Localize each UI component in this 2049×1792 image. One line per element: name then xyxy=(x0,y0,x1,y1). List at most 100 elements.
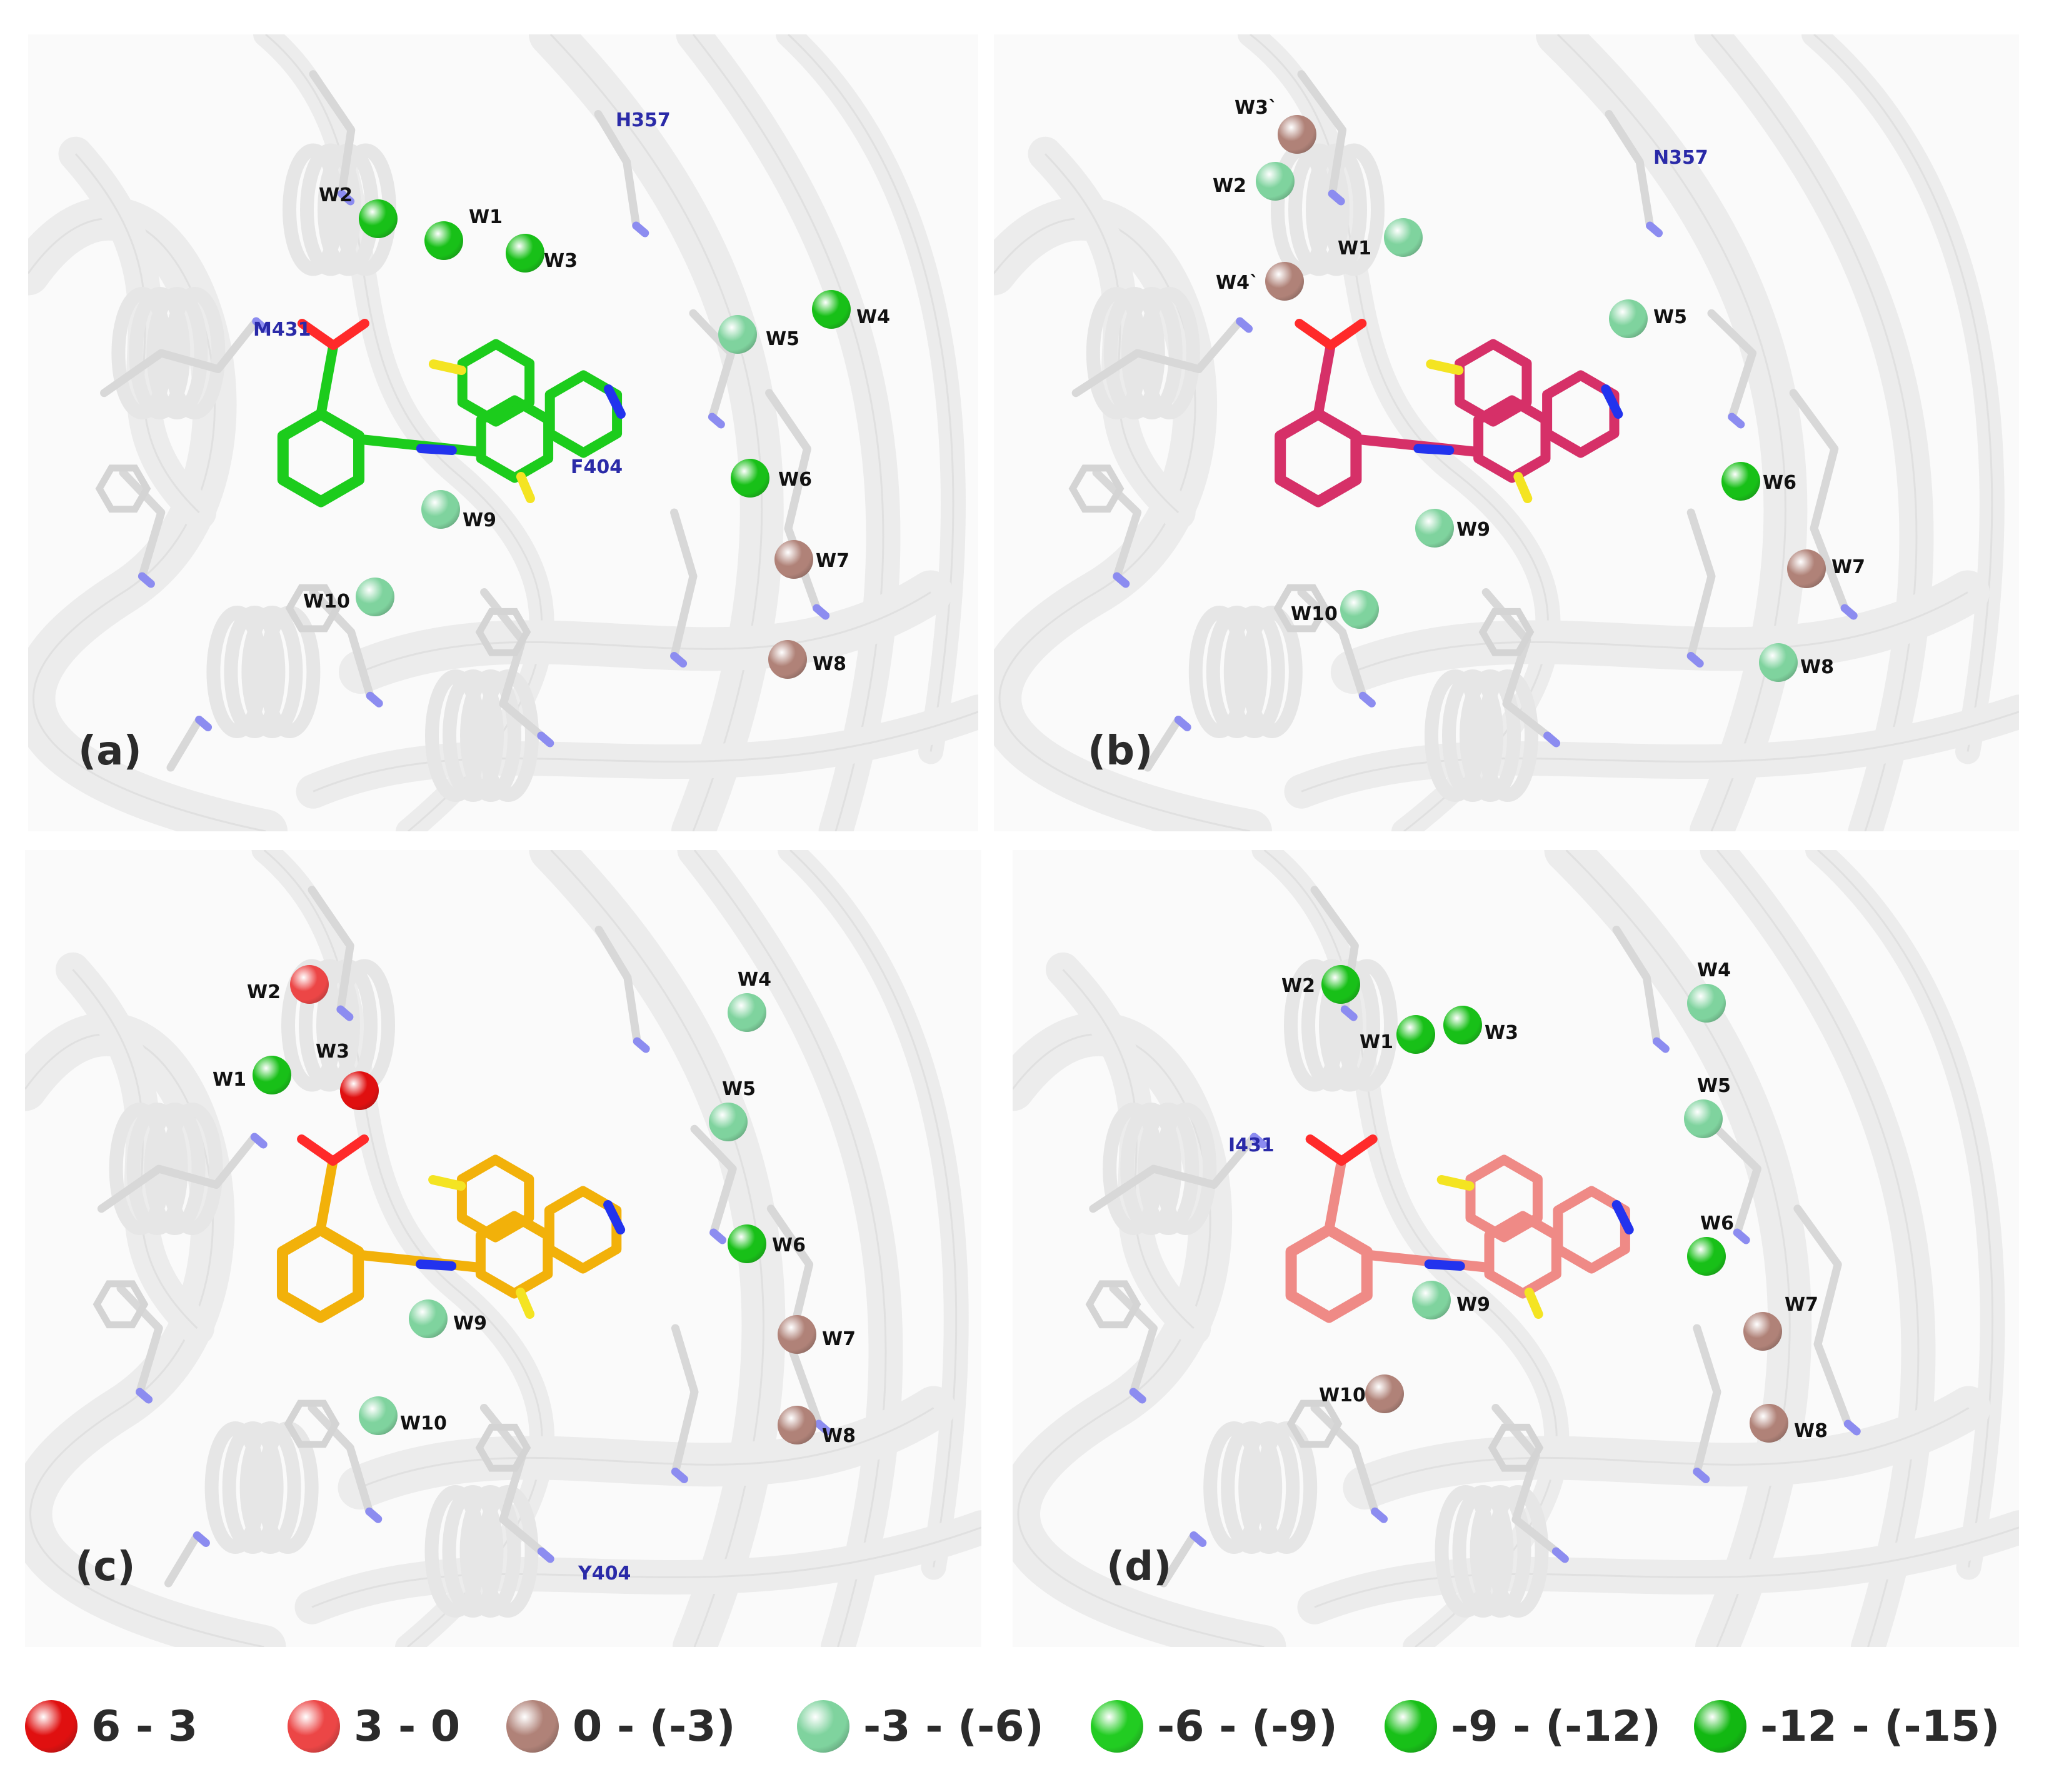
protein-ribbon-edge xyxy=(787,34,954,752)
protein-ribbon-edge xyxy=(360,591,931,673)
water-label: W1 xyxy=(1338,238,1371,259)
water-label: W6 xyxy=(1763,472,1796,494)
protein-helix xyxy=(460,669,521,802)
water-w3 xyxy=(506,234,544,273)
water-w3 xyxy=(1443,1006,1482,1044)
protein-ribbon-edge xyxy=(1013,1033,1265,1647)
water-w6 xyxy=(1687,1237,1726,1276)
ligand-bond xyxy=(1313,340,1336,419)
residue-nitrogen xyxy=(633,1037,650,1053)
residue-ring xyxy=(284,1399,340,1448)
protein-ribbon xyxy=(1297,1510,2019,1624)
protein-helix xyxy=(1241,606,1303,738)
ligand-bond xyxy=(1465,1154,1543,1243)
ligand-bond xyxy=(544,370,623,458)
protein-helix xyxy=(239,1421,301,1554)
residue-nitrogen xyxy=(193,1531,210,1547)
water-w10 xyxy=(356,578,394,616)
water-label: W8 xyxy=(813,653,846,675)
protein-ribbon-edge xyxy=(1301,711,2019,793)
protein-helix xyxy=(1288,143,1350,276)
protein-scene xyxy=(994,34,2019,831)
protein-helix xyxy=(1460,669,1521,802)
residue-nitrogen xyxy=(632,221,649,238)
legend-label: 0 - (-3) xyxy=(573,1701,736,1751)
residue-label: H357 xyxy=(616,109,671,131)
residue-nitrogen xyxy=(1652,1037,1670,1053)
water-w10 xyxy=(1340,590,1379,629)
water-w7 xyxy=(1743,1312,1782,1351)
residue-stick xyxy=(1071,317,1245,398)
legend-swatch xyxy=(288,1700,340,1753)
water-label: W8 xyxy=(822,1425,856,1447)
protein-helix xyxy=(144,1103,206,1235)
panel-label: (d) xyxy=(1106,1544,1172,1590)
protein-helix xyxy=(443,669,504,802)
ligand-bond xyxy=(544,1186,622,1274)
ligand-halogen xyxy=(516,1288,535,1319)
legend-swatch xyxy=(797,1700,849,1753)
protein-helix xyxy=(1256,1421,1318,1554)
water-label: W7 xyxy=(816,550,849,572)
protein-ribbon-edge xyxy=(72,969,198,1329)
protein-helix xyxy=(1121,287,1183,419)
water-label: W3 xyxy=(316,1041,349,1063)
residue-stick xyxy=(594,110,641,230)
residue-nitrogen xyxy=(1328,189,1345,206)
water-w2 xyxy=(359,199,398,238)
residue-label: M431 xyxy=(253,319,311,341)
protein-helix xyxy=(146,287,208,419)
legend-item: -6 - (-9) xyxy=(1091,1700,1338,1753)
water-label: W4 xyxy=(738,969,771,991)
protein-helix xyxy=(1221,1421,1283,1554)
residue-nitrogen xyxy=(671,1468,688,1483)
protein-ribbon xyxy=(1544,850,1812,1647)
ligand-bond xyxy=(1324,1156,1347,1235)
residue-stick xyxy=(116,1284,163,1396)
ligand-nitrogen xyxy=(416,444,457,455)
residue-nitrogen xyxy=(708,413,725,429)
residue-stick xyxy=(1310,1404,1380,1516)
residue-nitrogen xyxy=(252,317,269,333)
water-label: W1 xyxy=(213,1069,246,1091)
ligand-bond xyxy=(1553,1186,1630,1274)
residue-stick xyxy=(164,1531,201,1588)
water-label: W10 xyxy=(303,591,350,613)
water-w4 xyxy=(1265,262,1304,301)
protein-helix xyxy=(1223,606,1285,738)
ligand-oxygen xyxy=(297,1134,338,1166)
protein-ribbon-edge xyxy=(550,850,764,1647)
residue-stick xyxy=(689,309,736,421)
residue-ring xyxy=(285,584,341,633)
legend-label: -6 - (-9) xyxy=(1157,1701,1338,1751)
legend-swatch xyxy=(1091,1700,1143,1753)
ligand-bond xyxy=(1455,339,1532,427)
water-label: W2 xyxy=(319,184,353,206)
protein-ribbon xyxy=(1284,694,2019,809)
protein-ribbon-edge xyxy=(1556,34,1786,831)
residue-ring xyxy=(1478,608,1535,656)
residue-stick xyxy=(308,886,354,1014)
protein-helix xyxy=(222,1421,284,1554)
protein-ribbon-edge xyxy=(359,1407,934,1489)
protein-ribbon-edge xyxy=(1062,969,1195,1329)
protein-helix xyxy=(1442,669,1503,802)
legend-item: -9 - (-12) xyxy=(1385,1700,1661,1753)
residue-nitrogen xyxy=(1728,413,1745,429)
protein-ribbon-edge xyxy=(1817,850,1994,1568)
legend-label: -9 - (-12) xyxy=(1451,1701,1661,1751)
ligand-bond xyxy=(276,1224,364,1323)
water-label: W5 xyxy=(1697,1075,1731,1097)
residue-nitrogen xyxy=(709,1228,727,1244)
legend-item: 3 - 0 xyxy=(288,1700,460,1753)
ligand-bond xyxy=(277,408,365,508)
water-label: W9 xyxy=(463,509,496,531)
residue-stick xyxy=(1686,508,1716,660)
protein-helix xyxy=(1336,959,1398,1092)
protein-ribbon-edge xyxy=(313,711,978,793)
residue-stick xyxy=(1793,1204,1852,1428)
residue-ring xyxy=(475,608,531,656)
